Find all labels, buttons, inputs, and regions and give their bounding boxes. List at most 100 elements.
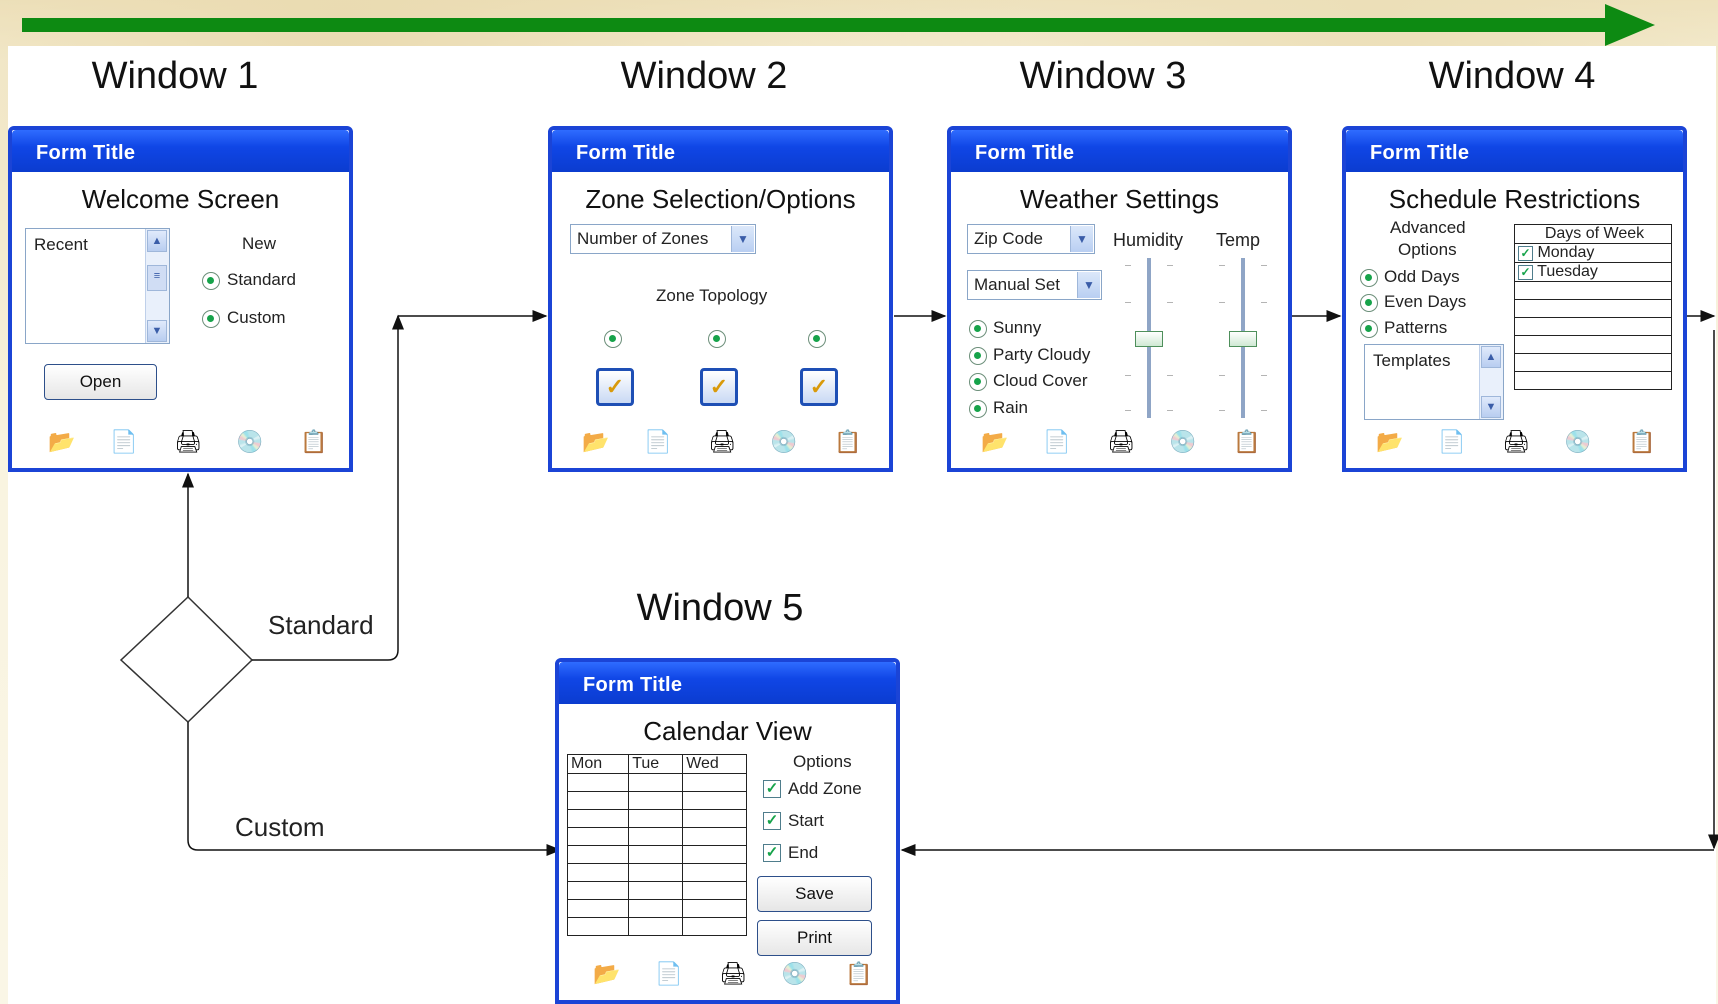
templates-scrollbar[interactable]: ▲ ▼	[1479, 345, 1503, 419]
help-disc-icon[interactable]: 💿	[770, 429, 798, 454]
folder-icon[interactable]: 📂	[1376, 429, 1404, 454]
start-checkbox[interactable]: ✓	[763, 812, 781, 830]
scroll-thumb[interactable]: ≡	[147, 265, 167, 291]
end-checkbox[interactable]: ✓	[763, 844, 781, 862]
table-row[interactable]	[1514, 371, 1672, 390]
tick	[1261, 265, 1267, 266]
zip-code-combo[interactable]: Zip Code ▼	[967, 224, 1095, 254]
table-row[interactable]	[1514, 281, 1672, 300]
clipboard-icon[interactable]: 📋	[1233, 429, 1261, 454]
window4-caption: Window 4	[1428, 55, 1596, 97]
cloud-cover-label: Cloud Cover	[993, 371, 1088, 390]
folder-icon[interactable]: 📂	[582, 429, 610, 454]
open-button[interactable]: Open	[44, 364, 157, 400]
scroll-down-icon[interactable]: ▼	[147, 320, 167, 342]
clipboard-icon[interactable]: 📋	[834, 429, 862, 454]
document-icon[interactable]: 📄	[1043, 429, 1071, 454]
table-row[interactable]	[566, 899, 747, 918]
table-row[interactable]	[566, 773, 747, 792]
sunny-radio[interactable]	[969, 320, 987, 338]
zone2-edit-icon[interactable]: ✓	[700, 368, 738, 406]
document-icon[interactable]: 📄	[644, 429, 672, 454]
zone2-radio[interactable]	[708, 330, 726, 348]
table-row[interactable]: ✓ Tuesday	[1514, 262, 1672, 282]
templates-listbox[interactable]: Templates ▲ ▼	[1364, 344, 1504, 420]
scroll-down-icon[interactable]: ▼	[1481, 396, 1501, 418]
table-row[interactable]	[1514, 335, 1672, 354]
patterns-radio[interactable]	[1360, 320, 1378, 338]
clipboard-icon[interactable]: 📋	[300, 429, 328, 454]
window4-heading: Schedule Restrictions	[1388, 184, 1641, 214]
chevron-down-icon[interactable]: ▼	[731, 226, 754, 252]
folder-icon[interactable]: 📂	[593, 961, 621, 986]
save-button[interactable]: Save	[757, 876, 872, 912]
rain-radio[interactable]	[969, 400, 987, 418]
add-zone-label: Add Zone	[788, 779, 862, 798]
help-disc-icon[interactable]: 💿	[1169, 429, 1197, 454]
folder-icon[interactable]: 📂	[981, 429, 1009, 454]
odd-days-radio[interactable]	[1360, 269, 1378, 287]
table-row[interactable]	[566, 827, 747, 846]
printer-icon[interactable]: 🖨	[1502, 429, 1530, 454]
help-disc-icon[interactable]: 💿	[1564, 429, 1592, 454]
chevron-down-icon[interactable]: ▼	[1070, 226, 1093, 252]
recent-listbox[interactable]: Recent ▲ ≡ ▼	[25, 228, 170, 344]
window4-form: Form Title Schedule Restrictions Advance…	[1342, 126, 1687, 472]
table-row[interactable]	[1514, 299, 1672, 318]
document-icon[interactable]: 📄	[110, 429, 138, 454]
even-days-radio[interactable]	[1360, 294, 1378, 312]
even-days-label: Even Days	[1384, 292, 1467, 311]
help-disc-icon[interactable]: 💿	[781, 961, 809, 986]
monday-checkbox[interactable]: ✓	[1518, 246, 1533, 261]
scroll-up-icon[interactable]: ▲	[1481, 346, 1501, 368]
zone3-edit-icon[interactable]: ✓	[800, 368, 838, 406]
manual-set-combo[interactable]: Manual Set ▼	[967, 270, 1102, 300]
custom-radio[interactable]	[202, 310, 220, 328]
table-row[interactable]	[566, 917, 747, 936]
printer-icon[interactable]: 🖨	[174, 429, 202, 454]
zone1-radio[interactable]	[604, 330, 622, 348]
decision-diamond	[119, 595, 254, 724]
chevron-down-icon[interactable]: ▼	[1077, 272, 1100, 298]
table-row[interactable]	[566, 863, 747, 882]
zone1-edit-icon[interactable]: ✓	[596, 368, 634, 406]
new-label: New	[242, 234, 277, 253]
recent-scrollbar[interactable]: ▲ ≡ ▼	[145, 229, 169, 343]
column-header-tue: Tue	[628, 754, 684, 774]
document-icon[interactable]: 📄	[655, 961, 683, 986]
cloud-cover-radio[interactable]	[969, 373, 987, 391]
clipboard-icon[interactable]: 📋	[1628, 429, 1656, 454]
zone3-radio[interactable]	[808, 330, 826, 348]
temp-slider-thumb[interactable]	[1229, 331, 1257, 347]
table-row[interactable]	[1514, 353, 1672, 372]
window5-titlebar: Form Title	[559, 662, 896, 704]
table-row[interactable]	[566, 791, 747, 810]
window1-form: Form Title Welcome Screen Recent ▲ ≡ ▼ N…	[8, 126, 353, 472]
table-row[interactable]	[566, 845, 747, 864]
document-icon[interactable]: 📄	[1438, 429, 1466, 454]
printer-icon[interactable]: 🖨	[708, 429, 736, 454]
tick	[1261, 375, 1267, 376]
number-of-zones-combo[interactable]: Number of Zones ▼	[570, 224, 756, 254]
table-row[interactable]: ✓ Monday	[1514, 243, 1672, 263]
window5-heading: Calendar View	[643, 716, 812, 746]
humidity-slider-thumb[interactable]	[1135, 331, 1163, 347]
window2-heading: Zone Selection/Options	[585, 184, 856, 214]
tuesday-checkbox[interactable]: ✓	[1518, 265, 1533, 280]
standard-radio[interactable]	[202, 272, 220, 290]
print-button[interactable]: Print	[757, 920, 872, 956]
table-row[interactable]	[1514, 317, 1672, 336]
add-zone-checkbox[interactable]: ✓	[763, 780, 781, 798]
folder-icon[interactable]: 📂	[48, 429, 76, 454]
table-row[interactable]	[566, 881, 747, 900]
patterns-label: Patterns	[1384, 318, 1448, 337]
monday-label: Monday	[1537, 244, 1595, 261]
printer-icon[interactable]: 🖨	[719, 961, 747, 986]
table-row[interactable]	[566, 809, 747, 828]
printer-icon[interactable]: 🖨	[1107, 429, 1135, 454]
clipboard-icon[interactable]: 📋	[845, 961, 873, 986]
templates-label: Templates	[1373, 351, 1451, 370]
scroll-up-icon[interactable]: ▲	[147, 230, 167, 252]
help-disc-icon[interactable]: 💿	[236, 429, 264, 454]
party-cloudy-radio[interactable]	[969, 347, 987, 365]
